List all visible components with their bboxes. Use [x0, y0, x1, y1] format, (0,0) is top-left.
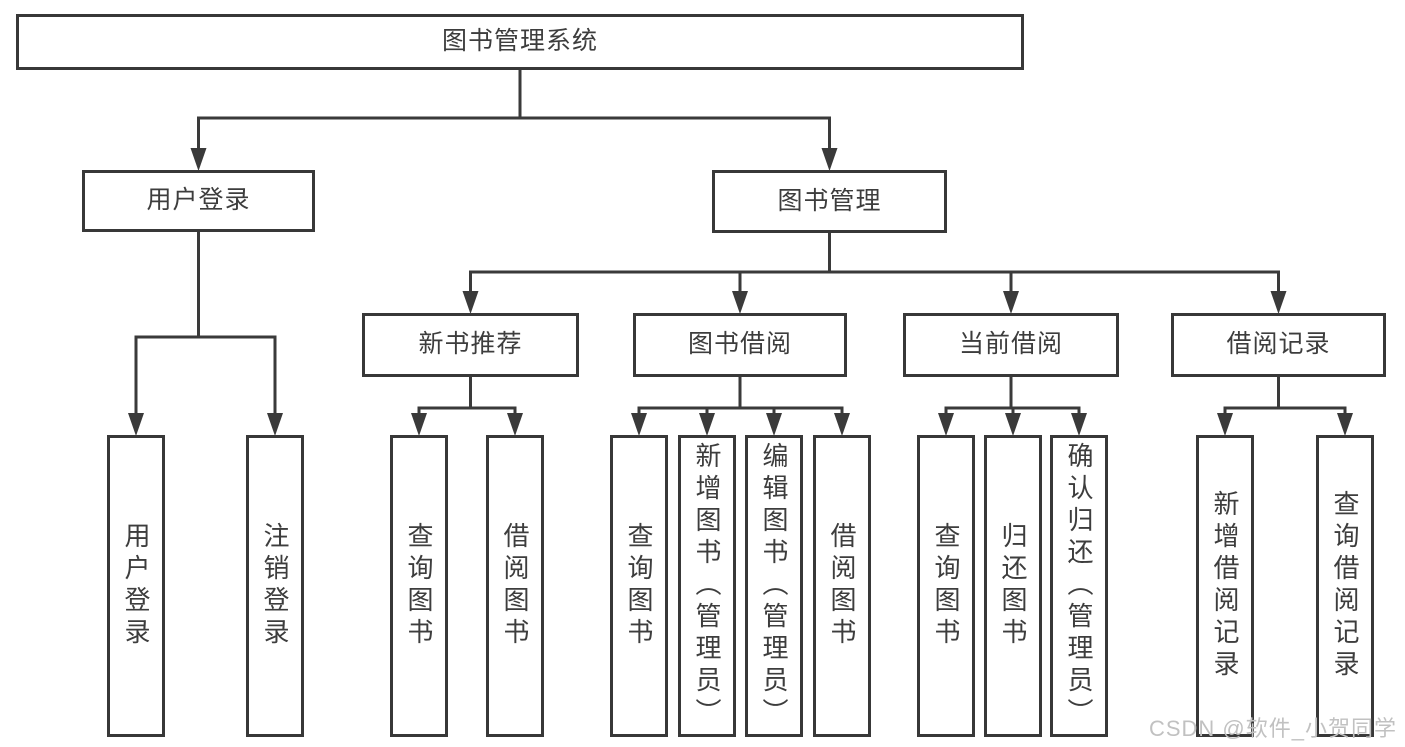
watermark-text: CSDN @软件_小贺同学 [1148, 716, 1397, 741]
node-label-hist: 借阅记录 [1226, 330, 1331, 359]
node-label-bor: 图书借阅 [687, 330, 792, 359]
arrowhead-into-h2 [1337, 413, 1353, 436]
node-label-b4: 借阅图书 [827, 522, 857, 650]
arrowhead-into-b1 [631, 413, 647, 436]
node-rec: 新书推荐 [362, 313, 579, 377]
node-label-l2: 注销登录 [260, 522, 290, 650]
node-b1: 查询图书 [610, 435, 668, 737]
connector-from-mgmt [469, 233, 1280, 295]
node-h2: 查询借阅记录 [1316, 435, 1374, 737]
arrowhead-into-l1 [128, 413, 144, 436]
connector-from-cur [944, 377, 1081, 417]
connector-from-rec [417, 377, 517, 417]
arrowhead-into-c1 [938, 413, 954, 436]
connector-from-bor [637, 377, 844, 417]
node-label-login: 用户登录 [146, 186, 251, 215]
node-label-b3: 编辑图书（管理员） [759, 442, 789, 730]
arrowhead-into-h1 [1217, 413, 1233, 436]
node-c1: 查询图书 [917, 435, 975, 737]
node-b2: 新增图书（管理员） [678, 435, 736, 737]
node-label-mgmt: 图书管理 [777, 186, 882, 215]
arrowhead-into-c3 [1071, 413, 1087, 436]
node-label-l1: 用户登录 [121, 522, 151, 650]
connector-from-root [197, 70, 831, 152]
arrowhead-into-cur [1003, 291, 1019, 314]
node-cur: 当前借阅 [903, 313, 1119, 377]
node-label-h1: 新增借阅记录 [1210, 490, 1240, 682]
node-b3: 编辑图书（管理员） [745, 435, 803, 737]
node-b4: 借阅图书 [813, 435, 871, 737]
node-h1: 新增借阅记录 [1196, 435, 1254, 737]
node-mgmt: 图书管理 [712, 170, 947, 233]
connector-from-hist [1223, 377, 1347, 417]
node-label-b1: 查询图书 [624, 522, 654, 650]
node-l2: 注销登录 [246, 435, 304, 737]
arrowhead-into-b4 [834, 413, 850, 436]
arrowhead-into-r1 [411, 413, 427, 436]
node-r2: 借阅图书 [486, 435, 544, 737]
arrowhead-into-login [190, 148, 207, 171]
node-label-r1: 查询图书 [404, 522, 434, 650]
arrowhead-into-c2 [1005, 413, 1021, 436]
connector-from-login [134, 232, 277, 417]
node-label-b2: 新增图书（管理员） [692, 442, 722, 730]
arrowhead-into-hist [1270, 291, 1287, 314]
node-hist: 借阅记录 [1171, 313, 1386, 377]
arrowhead-into-b2 [699, 413, 715, 436]
node-c3: 确认归还（管理员） [1050, 435, 1108, 737]
node-label-root: 图书管理系统 [441, 27, 598, 56]
node-label-c1: 查询图书 [931, 522, 961, 650]
arrowhead-into-rec [462, 291, 479, 314]
node-label-h2: 查询借阅记录 [1330, 490, 1360, 682]
node-label-c2: 归还图书 [998, 522, 1028, 650]
node-label-c3: 确认归还（管理员） [1064, 442, 1094, 730]
node-l1: 用户登录 [107, 435, 165, 737]
node-label-r2: 借阅图书 [500, 522, 530, 650]
arrowhead-into-b3 [766, 413, 782, 436]
node-c2: 归还图书 [984, 435, 1042, 737]
node-login: 用户登录 [82, 170, 315, 232]
arrowhead-into-bor [732, 291, 748, 314]
node-label-rec: 新书推荐 [418, 330, 523, 359]
arrowhead-into-l2 [267, 413, 283, 436]
node-root: 图书管理系统 [16, 14, 1024, 70]
arrowhead-into-mgmt [821, 148, 838, 171]
node-label-cur: 当前借阅 [958, 330, 1063, 359]
node-bor: 图书借阅 [633, 313, 847, 377]
arrowhead-into-r2 [507, 413, 523, 436]
node-r1: 查询图书 [390, 435, 448, 737]
